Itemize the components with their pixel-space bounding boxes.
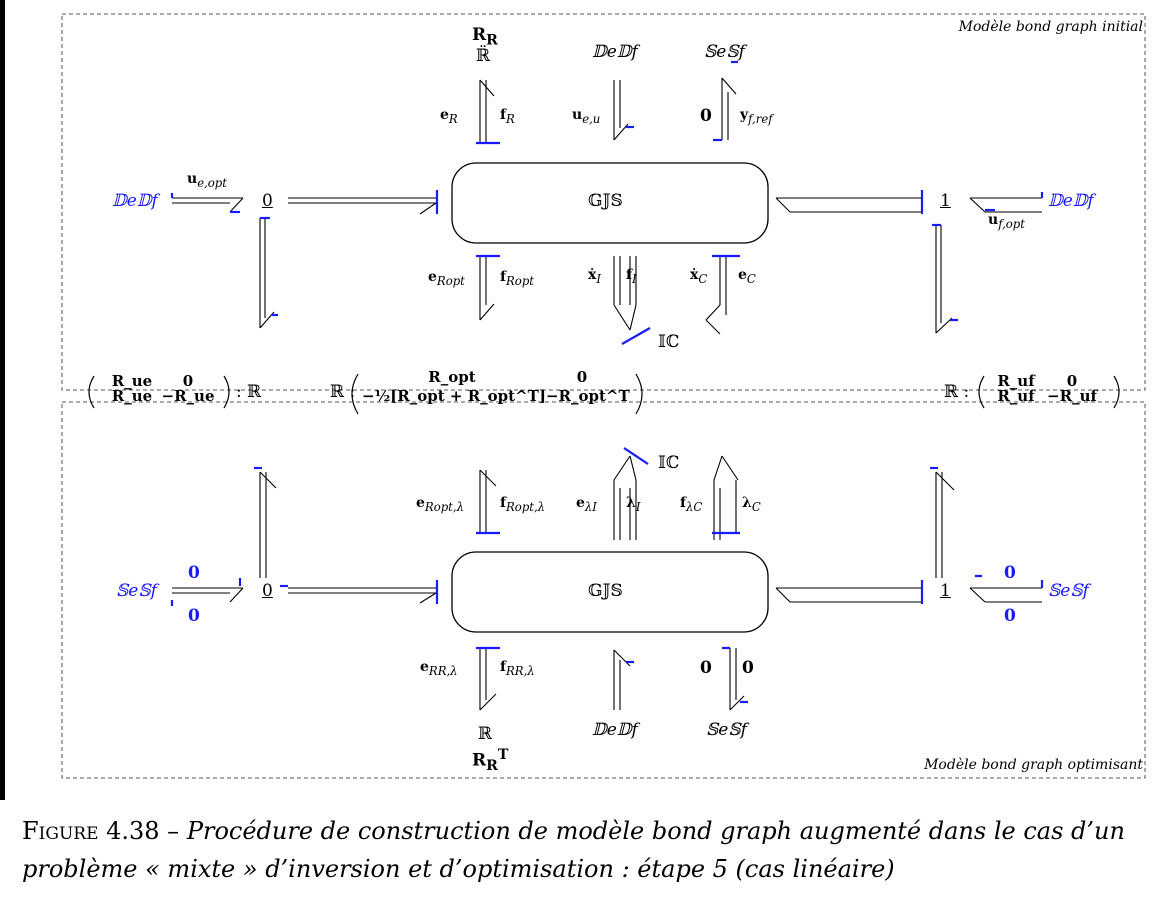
right-matrix-prefix: ℝ :: [944, 382, 970, 402]
bottom-e-ropt-lambda: eRopt,λ: [416, 495, 464, 514]
left-matrix-suffix: : ℝ: [236, 382, 262, 402]
top-dedf-label: 𝔻e𝔻f: [592, 42, 638, 62]
top-ic-label: 𝕀ℂ: [658, 332, 680, 352]
bottom-right-zero-top: 0: [1004, 563, 1016, 583]
center-matrix-prefix: ℝ :: [330, 382, 356, 402]
bottom-left-source: 𝕊e𝕊f: [116, 581, 157, 601]
bond-ic-lambda: [613, 455, 637, 540]
top-left-junction: 0: [262, 191, 273, 211]
bottom-f-lambda-c: fλC: [680, 495, 703, 514]
top-f-i: fI: [626, 267, 637, 286]
bottom-rr-element: ℝ: [478, 724, 493, 744]
bottom-right-junction: 1: [940, 581, 951, 601]
bottom-dedf-label: 𝔻e𝔻f: [592, 720, 638, 740]
bottom-left-zero-bottom: 0: [188, 606, 200, 626]
bond-zero-to-gjs-top: [288, 197, 437, 215]
figure-caption: Figure 4.38 – Procédure de construction …: [22, 812, 1172, 888]
bottom-f-ropt-lambda: fRopt,λ: [500, 495, 546, 514]
bond-right-input-top: [969, 197, 1042, 213]
top-e-c: eC: [738, 267, 756, 286]
bottom-lambda-i: λI: [626, 495, 641, 514]
top-right-input-label: uf,opt: [988, 212, 1025, 231]
bond-zero-up-bottom: [259, 471, 277, 578]
bond-left-input-bottom: [172, 587, 244, 603]
bond-right-input-bottom: [969, 587, 1042, 603]
top-zero-effort: 0: [700, 106, 712, 126]
top-right-source: 𝔻e𝔻f: [1048, 191, 1094, 211]
top-rr-element: ℝ̈: [476, 46, 491, 66]
bottom-gjs-label: 𝔾𝕁𝕊: [588, 581, 623, 601]
bond-c-lambda: [713, 455, 739, 540]
bottom-left-zero-top: 0: [188, 563, 200, 583]
bottom-f-rr-lambda: fRR,λ: [500, 659, 535, 678]
top-rr-label: RR: [472, 25, 498, 49]
bond-dedf-top: [613, 80, 629, 141]
gjs-box-top: [451, 162, 769, 244]
bottom-zero-a: 0: [700, 658, 712, 678]
bond-c-top: [705, 256, 727, 335]
top-left-input-label: ue,opt: [187, 171, 227, 190]
top-u-eu: ue,u: [572, 107, 601, 126]
top-x-c: ẋC: [690, 267, 708, 286]
bond-one-up-bottom: [935, 471, 955, 578]
top-sesf-label: 𝕊e𝕊f: [704, 42, 745, 62]
top-f-rr: fR: [500, 107, 515, 126]
bottom-model-frame: [61, 401, 1146, 779]
figure-label: Figure 4.38 –: [22, 817, 180, 845]
bond-rr-lambda: [479, 648, 497, 711]
bond-zero-down-top: [259, 218, 275, 329]
bond-sesf-top: [721, 77, 737, 140]
bond-graph-figure: [0, 0, 1146, 800]
top-right-junction: 1: [940, 191, 951, 211]
bond-sesf-bottom: [729, 648, 745, 711]
top-x-i: ẋI: [588, 267, 601, 286]
bottom-ic-label: 𝕀ℂ: [658, 453, 680, 473]
top-gjs-label: 𝔾𝕁𝕊: [588, 191, 623, 211]
bond-gjs-to-one-bottom: [775, 587, 922, 603]
top-e-rr: eR: [440, 107, 458, 126]
bottom-e-lambda-i: eλI: [576, 495, 597, 514]
matrix-brackets: [88, 373, 1120, 415]
bond-rr-top: [479, 79, 495, 143]
top-f-ropt: fRopt: [500, 269, 534, 288]
bottom-right-zero-bottom: 0: [1004, 606, 1016, 626]
bond-ropt-top: [479, 256, 495, 321]
bond-zero-to-gjs-bottom: [288, 587, 437, 604]
top-model-frame: [61, 13, 1146, 391]
bottom-zero-b: 0: [742, 658, 754, 678]
bond-one-down-top: [935, 225, 953, 334]
bond-ic-top: [613, 256, 637, 331]
bottom-right-source: 𝕊e𝕊f: [1048, 581, 1089, 601]
bond-dedf-bottom: [613, 649, 631, 710]
bottom-e-rr-lambda: eRR,λ: [420, 659, 458, 678]
margin-rule: [0, 0, 5, 800]
bottom-left-junction: 0: [262, 581, 273, 601]
top-e-ropt: eRopt: [428, 269, 465, 288]
bottom-rr-label: RRT: [472, 747, 509, 775]
bottom-model-title: Modèle bond graph optimisant: [924, 757, 1143, 773]
top-y-ref: yf,ref: [740, 107, 773, 126]
bond-left-input-top: [172, 197, 244, 213]
bond-ropt-lambda: [479, 469, 497, 533]
top-left-source: 𝔻e𝔻f: [112, 191, 158, 211]
bottom-sesf-label: 𝕊e𝕊f: [706, 720, 747, 740]
bottom-lambda-c: λC: [742, 495, 761, 514]
top-model-title: Modèle bond graph initial: [958, 19, 1143, 35]
bond-gjs-to-one-top: [775, 197, 922, 213]
gjs-box-bottom: [451, 551, 769, 633]
figure-caption-text: Procédure de construction de modèle bond…: [22, 817, 1125, 883]
